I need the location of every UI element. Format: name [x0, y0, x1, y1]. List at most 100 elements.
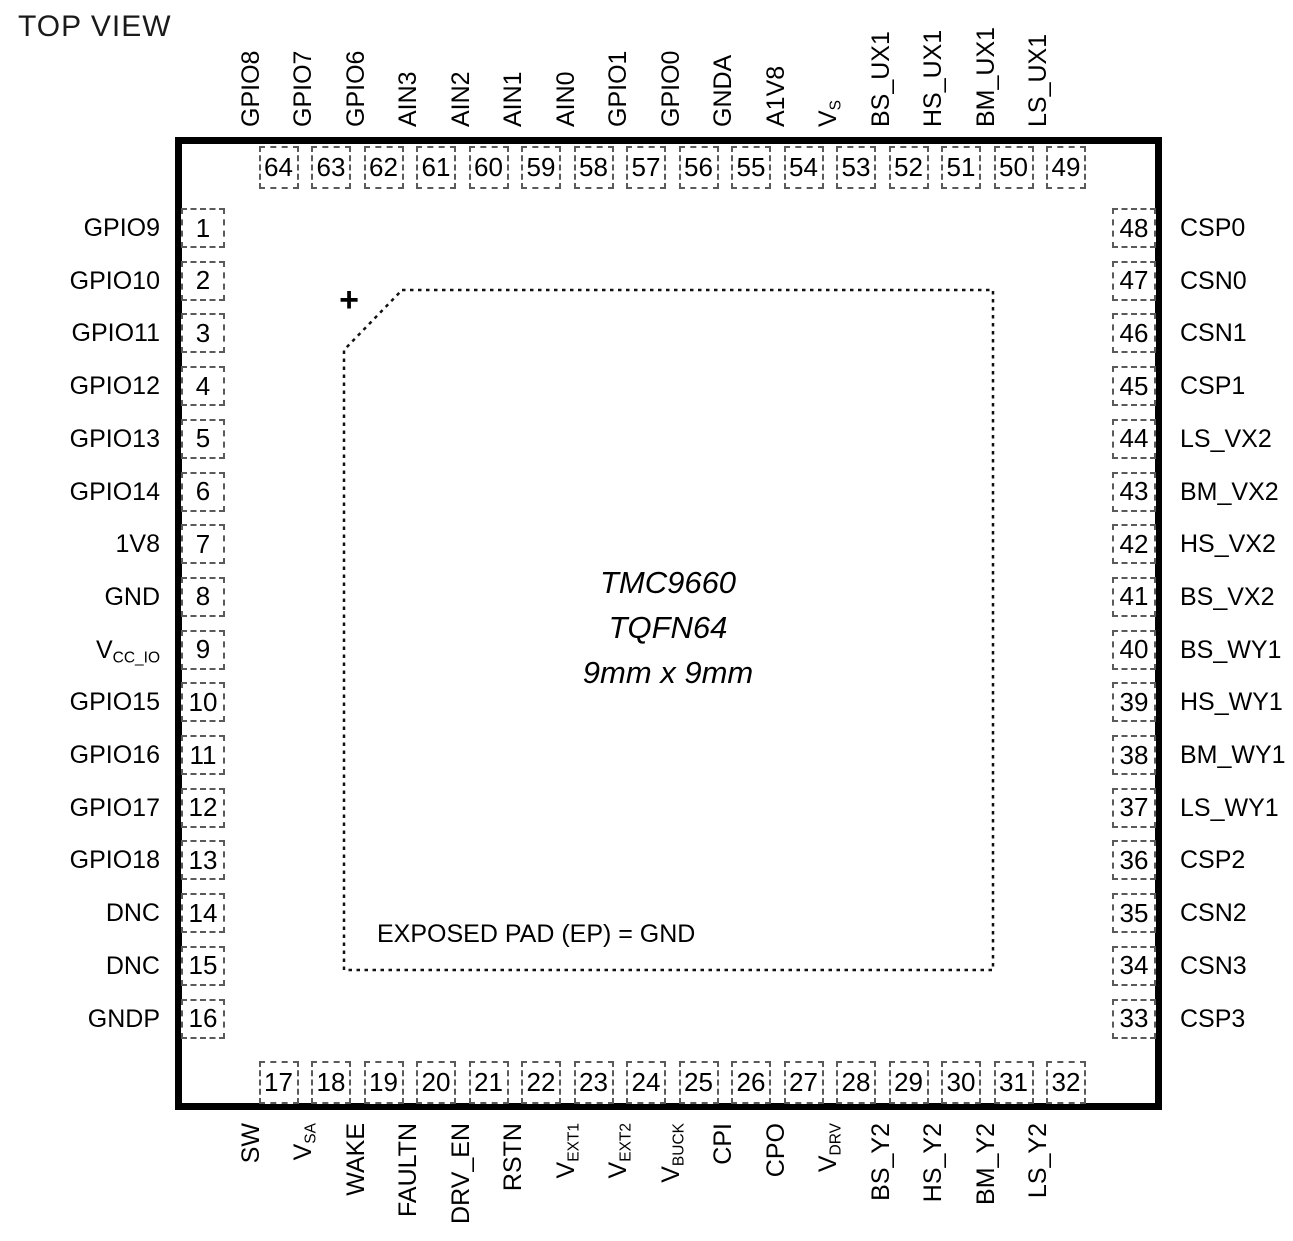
pin-label-54: A1V8 — [762, 17, 790, 127]
pin-label-17: SW — [237, 1123, 265, 1241]
pin-box-26: 26 — [731, 1061, 771, 1104]
pin-label-text: GND — [104, 582, 160, 611]
pin-box-55: 55 — [731, 146, 771, 189]
pin-box-64: 64 — [258, 146, 299, 189]
pin-label-text: BS_UX1 — [866, 31, 895, 127]
pin-label-text: V — [814, 110, 842, 127]
pin-box-35: 35 — [1112, 893, 1156, 934]
pin-label-text: V — [95, 635, 113, 664]
pin-label-27: CPO — [762, 1123, 790, 1241]
pin-box-41: 41 — [1112, 576, 1156, 617]
pin-number: 51 — [946, 152, 976, 182]
pin-label-32: LS_Y2 — [1024, 1123, 1052, 1241]
pin-number: 24 — [631, 1067, 661, 1097]
pin-box-1: 1 — [181, 208, 225, 248]
pin-label-11: GPIO16 — [0, 739, 160, 771]
pin-box-60: 60 — [468, 146, 509, 189]
pin-label-6: GPIO14 — [0, 476, 160, 508]
pin-box-17: 17 — [258, 1061, 299, 1104]
pin-label-19: WAKE — [342, 1123, 370, 1241]
pin-label-text: GPIO13 — [69, 424, 160, 453]
pin-label-text: GNDA — [709, 54, 737, 127]
pin-number: 1 — [195, 212, 211, 243]
pin-number: 46 — [1119, 317, 1149, 348]
pin-label-text: WAKE — [341, 1123, 370, 1196]
pin-number: 3 — [195, 317, 211, 348]
pin-label-text: LS_VX2 — [1180, 424, 1272, 453]
pin-number: 28 — [841, 1067, 871, 1097]
pin-label-34: CSN3 — [1180, 950, 1293, 982]
pin-box-43: 43 — [1112, 471, 1156, 512]
pin-box-36: 36 — [1112, 840, 1156, 881]
pin-label-28: VDRV — [814, 1123, 844, 1241]
pin-label-text: DNC — [105, 951, 160, 980]
pin-number: 54 — [789, 152, 818, 182]
pin-label-52: BS_UX1 — [867, 17, 895, 127]
pin-number: 13 — [188, 844, 218, 875]
pin-number: 34 — [1119, 950, 1149, 981]
pin-label-49: LS_UX1 — [1024, 17, 1052, 127]
pin-box-32: 32 — [1046, 1061, 1086, 1104]
pin-label-text: AIN1 — [499, 71, 527, 127]
exposed-pad-note: EXPOSED PAD (EP) = GND — [377, 920, 696, 948]
pin-label-text: DRV_EN — [446, 1123, 475, 1224]
pin-box-20: 20 — [416, 1061, 456, 1104]
pin-number: 40 — [1119, 634, 1149, 665]
pin-box-16: 16 — [181, 998, 225, 1039]
pin-label-text: GPIO15 — [69, 688, 160, 717]
pin-label-9: VCC_IO — [0, 634, 160, 666]
pin-label-48: CSP0 — [1180, 212, 1293, 244]
pin-label-text: GPIO12 — [69, 372, 160, 401]
pin-label-5: GPIO13 — [0, 423, 160, 455]
pin1-marker: + — [339, 281, 359, 319]
pin-box-7: 7 — [181, 524, 225, 565]
pin-number: 33 — [1119, 1003, 1149, 1033]
pin-label-text: V — [656, 1166, 685, 1183]
pin-label-text: GPIO14 — [69, 477, 160, 506]
pin-label-text: GPIO6 — [341, 50, 370, 127]
pin-label-58: AIN0 — [552, 17, 580, 127]
pin-label-text: CSP1 — [1180, 372, 1246, 401]
pin-label-45: CSP1 — [1180, 370, 1293, 402]
pin-number: 16 — [188, 1003, 218, 1033]
pin-number: 12 — [188, 792, 218, 823]
pin-label-text: LS_Y2 — [1024, 1123, 1052, 1199]
pin-label-38: BM_WY1 — [1180, 739, 1293, 771]
pin-box-49: 49 — [1046, 146, 1086, 189]
pin-number: 4 — [195, 370, 211, 401]
pin-box-23: 23 — [573, 1061, 614, 1104]
pin-number: 35 — [1119, 897, 1149, 928]
pin-label-text: BM_UX1 — [971, 26, 1000, 127]
pin-box-27: 27 — [783, 1061, 824, 1104]
pin-number: 6 — [195, 476, 211, 506]
pin-box-34: 34 — [1112, 945, 1156, 986]
pin-number: 64 — [264, 152, 293, 182]
pin-box-54: 54 — [783, 146, 824, 189]
pin-number: 41 — [1119, 581, 1149, 612]
pin-label-8: GND — [0, 581, 160, 613]
pin-number: 52 — [894, 152, 923, 182]
pin-box-59: 59 — [521, 146, 561, 189]
pin-label-text: HS_Y2 — [919, 1123, 947, 1203]
pin-label-10: GPIO15 — [0, 686, 160, 718]
pin-label-31: BM_Y2 — [972, 1123, 1000, 1241]
pin-box-63: 63 — [311, 146, 351, 189]
pin-number: 49 — [1051, 152, 1081, 182]
pin-number: 37 — [1119, 792, 1149, 823]
pin-number: 39 — [1119, 686, 1149, 717]
chip-text-block: TMC9660 TQFN64 9mm x 9mm — [478, 560, 858, 695]
pin-label-text: RSTN — [499, 1123, 527, 1192]
pin-label-subscript: EXT2 — [617, 1123, 635, 1162]
pin-label-text: V — [604, 1161, 632, 1179]
pin-box-5: 5 — [181, 418, 225, 459]
pin-number: 8 — [195, 581, 211, 612]
pin-label-text: HS_UX1 — [919, 29, 947, 127]
pin-number: 25 — [684, 1067, 713, 1097]
pin-number: 14 — [188, 897, 218, 928]
pin-box-46: 46 — [1112, 313, 1156, 354]
pin-box-51: 51 — [941, 146, 981, 189]
pin-number: 18 — [316, 1067, 346, 1097]
pin-label-text: LS_UX1 — [1024, 33, 1052, 127]
pin-box-22: 22 — [521, 1061, 561, 1104]
pin-label-text: AIN0 — [551, 71, 580, 127]
